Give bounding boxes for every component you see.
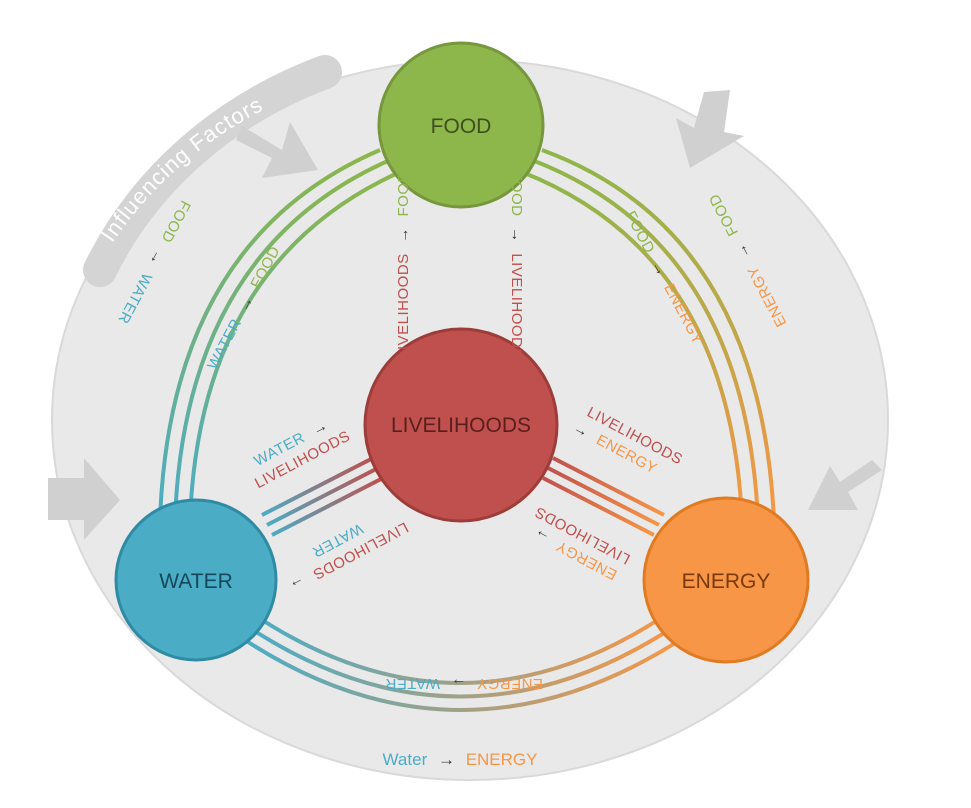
link-livelihoods-energy-3 <box>542 476 655 537</box>
link-food-water-mid <box>173 158 391 521</box>
food-label: FOOD <box>431 115 492 138</box>
link-livelihoods-energy-1 <box>552 456 665 517</box>
link-livelihoods-water-1 <box>261 456 374 517</box>
node-energy: ENERGY <box>642 496 810 664</box>
link-food-energy-outer <box>541 148 776 521</box>
svg-text:Water → ENERGY: Water → ENERGY <box>383 750 538 769</box>
influence-arrow-top-left <box>236 122 318 178</box>
livelihoods-label: LIVELIHOODS <box>391 414 531 437</box>
link-label-livelihoods-food: LIVELIHOODS → FOOD <box>395 171 412 359</box>
node-livelihoods: LIVELIHOODS <box>363 327 559 523</box>
link-food-water-inner <box>188 170 401 521</box>
water-label: WATER <box>159 570 233 593</box>
svg-text:FOOD → LIVELIHOODS: FOOD → LIVELIHOODS <box>508 171 525 359</box>
influencing-factors-band <box>83 55 342 287</box>
energy-circle <box>642 496 810 664</box>
energy-label: ENERGY <box>682 570 771 593</box>
node-water: WATER <box>114 498 278 662</box>
livelihoods-circle <box>363 327 559 523</box>
node-food: FOOD <box>377 41 545 209</box>
influence-arrow-left <box>48 458 120 540</box>
link-water-energy-mid <box>248 626 674 699</box>
link-livelihoods-water-2 <box>266 466 379 527</box>
influence-arrows <box>48 90 882 540</box>
svg-text:ENERGY → WATER: ENERGY → WATER <box>385 675 543 692</box>
link-label-water-energy: Water → ENERGY <box>383 750 538 769</box>
influence-arrow-top-right <box>676 90 744 168</box>
water-circle <box>114 498 278 662</box>
inner-connections <box>261 205 665 537</box>
link-food-energy-inner <box>521 170 744 521</box>
food-circle <box>377 41 545 209</box>
link-label-energy-water: ENERGY → WATER <box>385 675 543 692</box>
link-livelihoods-energy-2 <box>547 466 660 527</box>
link-water-energy-inner <box>254 614 666 685</box>
link-food-water-outer <box>158 148 381 521</box>
link-label-food-livelihoods: FOOD → LIVELIHOODS <box>508 171 525 359</box>
link-food-energy-mid <box>531 158 760 521</box>
influence-arrow-right <box>808 460 882 510</box>
link-water-energy-outer <box>243 638 682 712</box>
svg-text:LIVELIHOODS → FOOD: LIVELIHOODS → FOOD <box>395 171 412 359</box>
outer-connections <box>158 148 776 712</box>
link-livelihoods-water-3 <box>271 476 384 537</box>
